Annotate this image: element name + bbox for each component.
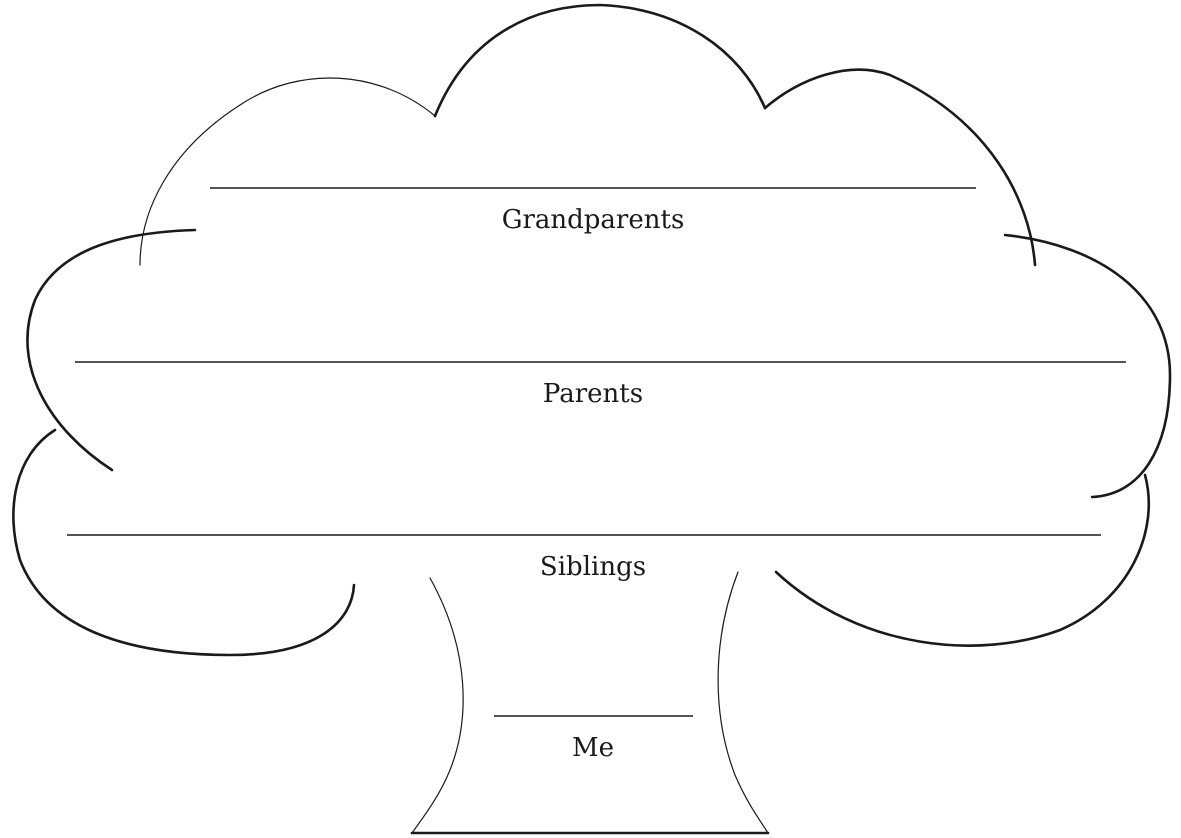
siblings-label: Siblings — [540, 552, 646, 582]
trunk-left-side — [411, 577, 464, 834]
trunk-right-side — [717, 571, 769, 834]
canopy-upper-left-puff — [139, 77, 436, 266]
canopy-top-puff — [433, 3, 767, 118]
canopy-upper-right-puff — [763, 68, 1037, 267]
tree-outline — [12, 3, 1172, 835]
grandparents-label: Grandparents — [502, 205, 685, 235]
canopy-lower-left-puff — [12, 428, 356, 657]
parents-label: Parents — [543, 379, 643, 409]
canopy-left-puff — [26, 228, 197, 472]
me-label: Me — [572, 733, 614, 763]
canopy-lower-right-puff — [774, 473, 1150, 647]
canopy-right-puff — [1003, 233, 1172, 499]
